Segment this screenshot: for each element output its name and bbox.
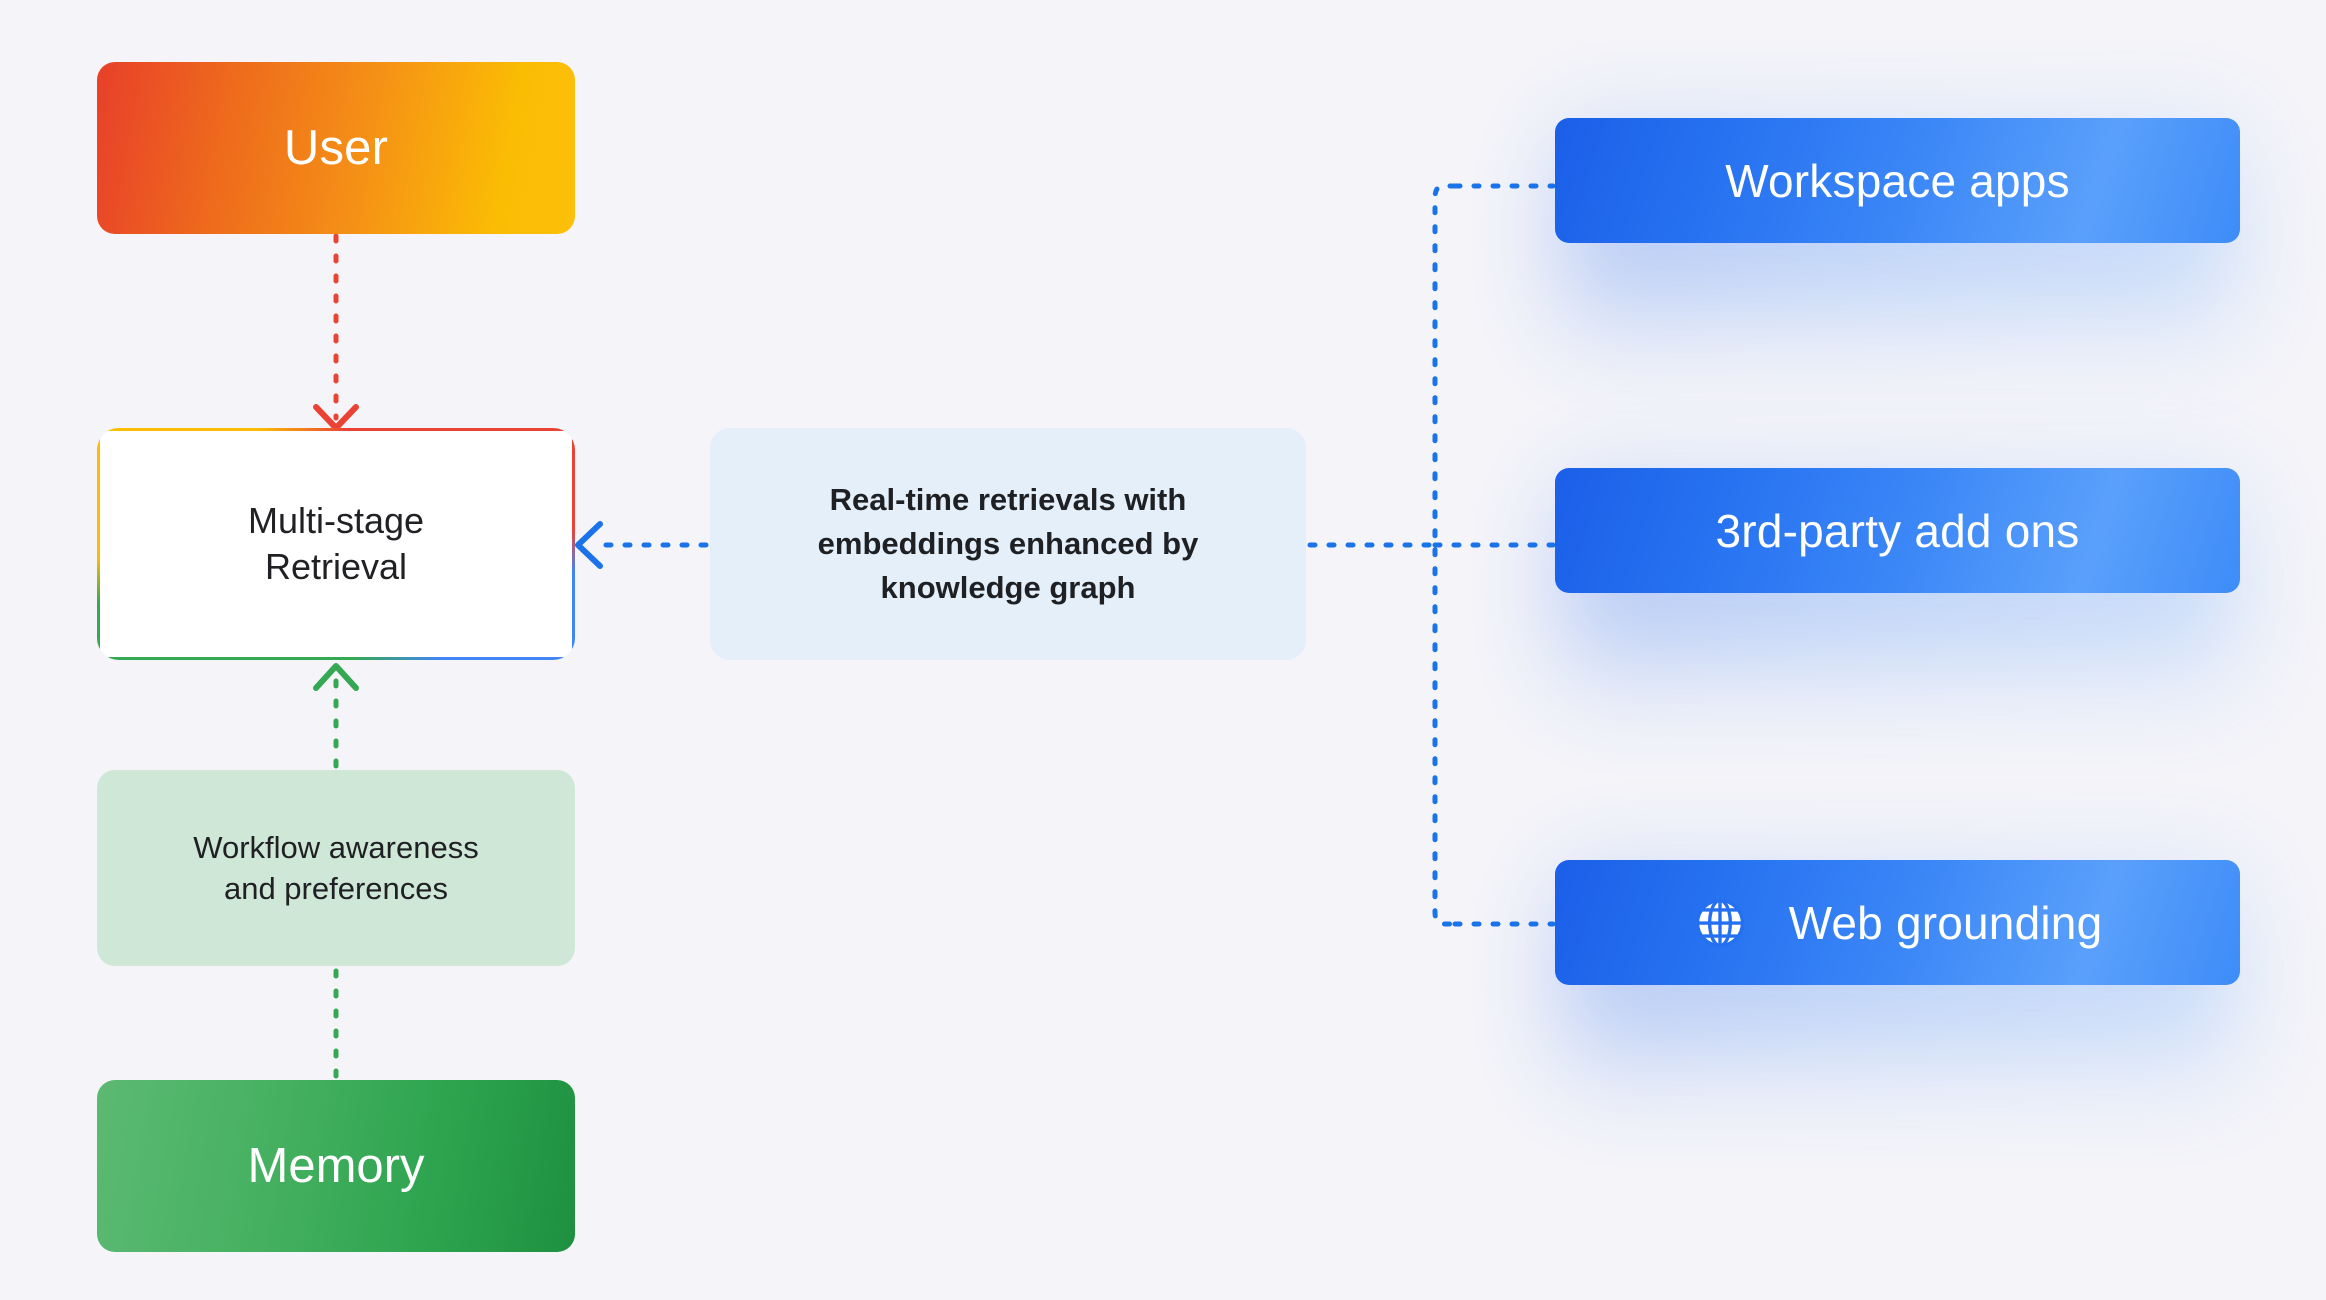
node-web-grounding-wrap: Web grounding — [1555, 860, 2240, 1053]
node-workspace-apps-wrap: Workspace apps — [1555, 118, 2240, 311]
node-realtime-retrievals-note-label: Real-time retrievals with embeddings enh… — [817, 481, 1199, 605]
node-memory-label: Memory — [247, 1139, 425, 1193]
node-memory[interactable]: Memory — [97, 1080, 575, 1252]
node-workflow-awareness[interactable]: Workflow awareness and preferences — [97, 770, 575, 966]
globe-icon — [1695, 898, 1744, 947]
node-user-label: User — [283, 121, 389, 175]
node-web-grounding[interactable]: Web grounding — [1555, 860, 2240, 985]
connector-user-to-retrieval — [313, 233, 359, 431]
node-web-grounding-label: Web grounding — [1788, 896, 2103, 949]
node-realtime-retrievals-note: Real-time retrievals with embeddings enh… — [710, 428, 1306, 660]
node-workspace-apps[interactable]: Workspace apps — [1555, 118, 2240, 243]
node-multi-stage-retrieval-inner: Multi-stage Retrieval — [100, 431, 572, 657]
node-third-party-addons-wrap: 3rd-party add ons — [1555, 468, 2240, 661]
node-user[interactable]: User — [97, 62, 575, 234]
node-multi-stage-retrieval-label: Multi-stage Retrieval — [247, 499, 425, 587]
node-workflow-awareness-label: Workflow awareness and preferences — [193, 829, 479, 906]
node-workspace-apps-label: Workspace apps — [1725, 154, 2070, 207]
node-multi-stage-retrieval[interactable]: Multi-stage Retrieval — [97, 428, 575, 660]
connector-workflow-to-retrieval — [313, 663, 359, 769]
node-third-party-addons-label: 3rd-party add ons — [1715, 504, 2080, 557]
connector-note-to-retrieval — [575, 521, 709, 569]
node-third-party-addons[interactable]: 3rd-party add ons — [1555, 468, 2240, 593]
connector-sources-bus — [1307, 183, 1556, 927]
